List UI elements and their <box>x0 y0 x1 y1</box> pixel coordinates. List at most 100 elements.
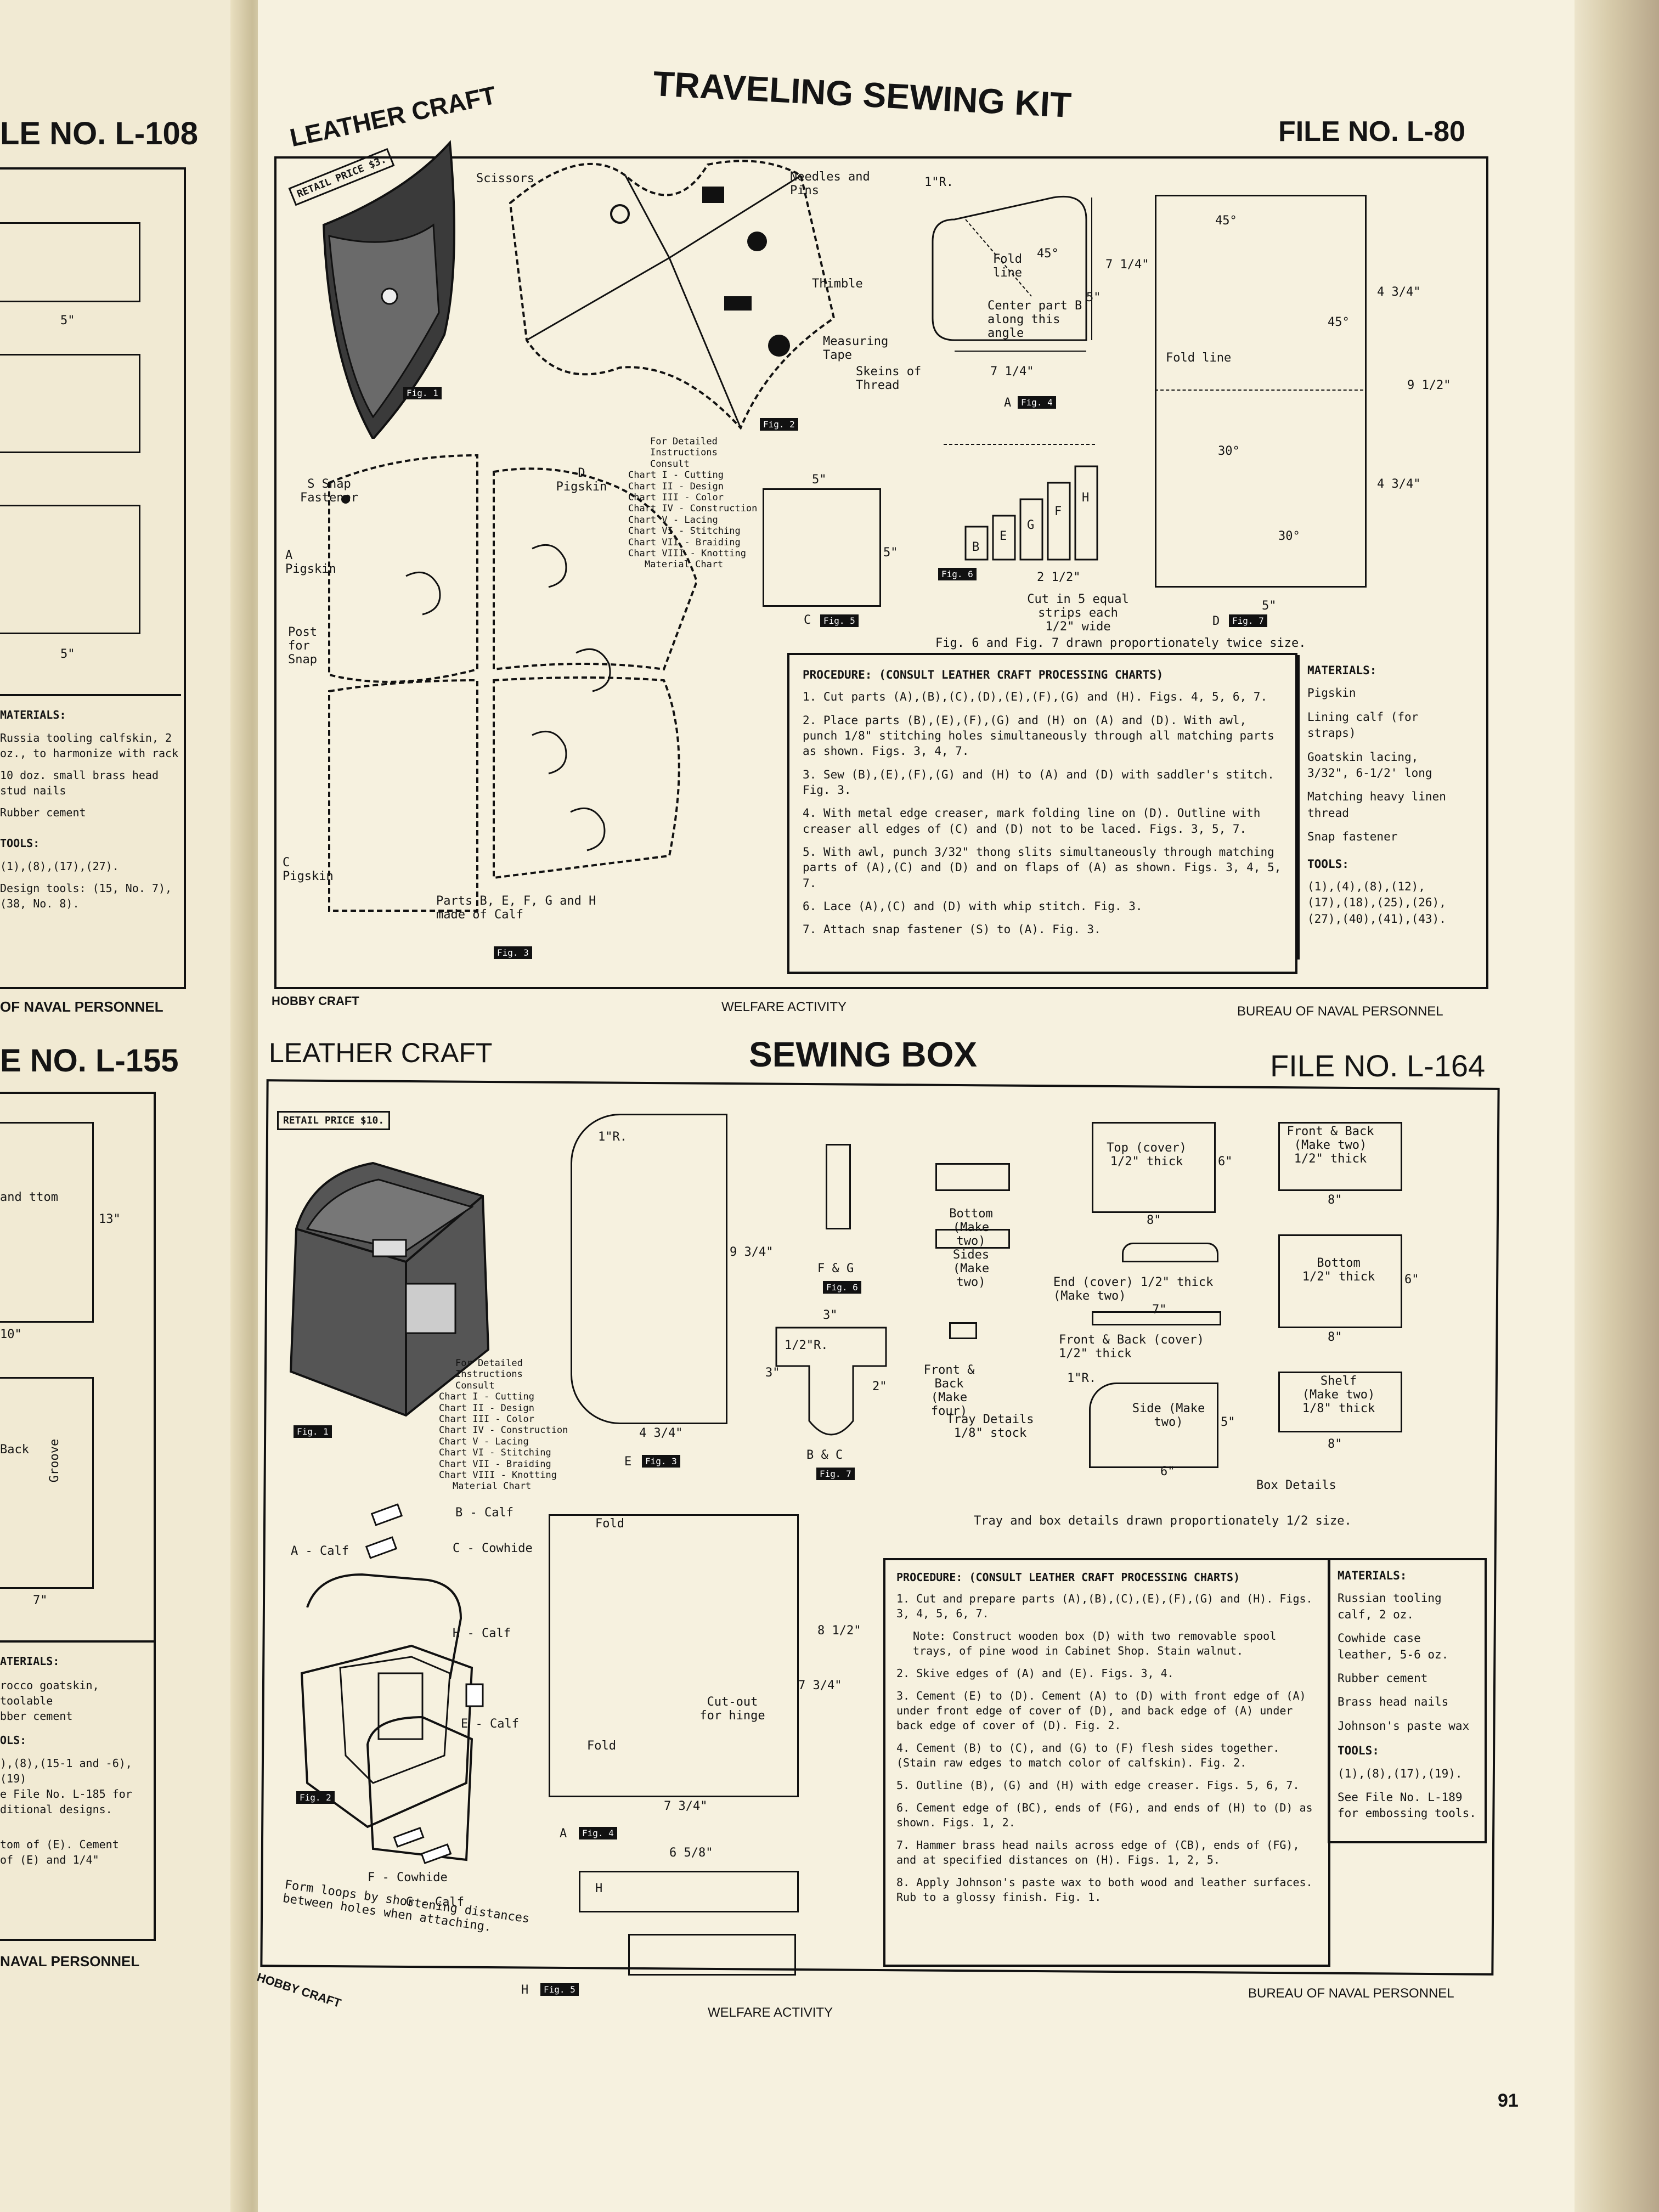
box-step-3: 3. Cement (E) to (D). Cement (A) to (D) … <box>896 1689 1306 1732</box>
kit-dim-4-3-4-a: 4 3/4" <box>1377 285 1421 299</box>
box-chart-8: Material Chart <box>453 1481 532 1492</box>
box-materials-title: MATERIALS: <box>1338 1569 1407 1582</box>
kit-fig5-tag: Fig. 5 <box>820 614 859 627</box>
box-file-no: FILE NO. L-164 <box>1270 1048 1486 1083</box>
kit-charts: For Detailed Instructions Consult Chart … <box>628 436 760 571</box>
kit-footer-right: BUREAU OF NAVAL PERSONNEL <box>1237 1004 1443 1019</box>
box-chart-4: Chart V - Lacing <box>439 1436 529 1447</box>
box-h-label-b: H <box>521 1983 529 1997</box>
box-c-cowhide: C - Cowhide <box>453 1542 533 1555</box>
box-front-back-label: Front & Back (Make two) 1/2" thick <box>1286 1125 1374 1166</box>
box-top-cover <box>1092 1122 1216 1213</box>
box-side-dim-6: 6" <box>1160 1465 1175 1479</box>
kit-deg45-7a: 45° <box>1215 214 1237 228</box>
kit-footer-mid: WELFARE ACTIVITY <box>721 1000 847 1014</box>
kit-chart-5: Chart VI - Stitching <box>628 526 741 537</box>
box-tool-0: (1),(8),(17),(19). <box>1338 1767 1463 1780</box>
kit-charts-title: For Detailed Instructions Consult <box>650 436 718 470</box>
kit-label-post: Post for Snap <box>288 625 317 667</box>
box-bottom-dim-6: 6" <box>1404 1273 1419 1286</box>
box-step-2: 2. Skive edges of (A) and (E). Figs. 3, … <box>896 1667 1174 1680</box>
kit-label-pigskin-a: A Pigskin <box>285 549 336 576</box>
kit-step-5: 5. With awl, punch 3/32" thong slits sim… <box>803 845 1282 890</box>
box-material-0: Russian tooling calf, 2 oz. <box>1338 1592 1442 1621</box>
kit-file-no: FILE NO. L-80 <box>1278 116 1465 148</box>
left-part-2 <box>0 354 140 453</box>
kit-dim-2-1-2: 2 1/2" <box>1037 571 1081 584</box>
left-materials-title: MATERIALS: <box>0 708 66 721</box>
box-fig2-tag: Fig. 2 <box>296 1791 335 1804</box>
box-end-cover <box>1122 1243 1218 1262</box>
kit-strip-f: F <box>1054 505 1062 518</box>
kit-materials: MATERIALS: Pigskin Lining calf (for stra… <box>1297 655 1468 960</box>
kit-fig3-illustration <box>328 454 697 912</box>
box-dim-9-3-4: 9 3/4" <box>730 1245 774 1259</box>
left-bottom-note-1: of (E) and 1/4" <box>0 1853 99 1866</box>
left-bottom-label-3: Back <box>0 1443 29 1457</box>
box-shelf-dim-8: 8" <box>1328 1437 1342 1451</box>
box-material-1: Cowhide case leather, 5-6 oz. <box>1338 1632 1449 1661</box>
kit-strip-h: H <box>1082 491 1090 505</box>
kit-step-4: 4. With metal edge creaser, mark folding… <box>803 806 1261 836</box>
box-tray-sides-label: Sides (Make two) <box>952 1248 990 1289</box>
box-r1-e: 1"R. <box>598 1130 627 1144</box>
kit-label-pigskin-c: C Pigskin <box>283 856 334 883</box>
box-step-6: 6. Cement edge of (BC), ends of (FG), an… <box>896 1801 1313 1829</box>
left-bottom-tool-0: ),(8),(15-1 and -6),(19) <box>0 1757 132 1785</box>
left-material-1: 10 doz. small brass head stud nails <box>0 769 159 797</box>
box-fig3-part <box>571 1114 727 1424</box>
box-charts-title: For Detailed Instructions Consult <box>455 1358 523 1391</box>
box-tray-front-label: Front & Back (Make four) <box>923 1363 975 1418</box>
box-step-note: Note: Construct wooden box (D) with two … <box>913 1629 1277 1657</box>
kit-center-part: Center part B along this angle <box>988 299 1082 340</box>
box-front-back <box>1278 1122 1402 1191</box>
box-end-cover-label: End (cover) 1/2" thick (Make two) <box>1053 1276 1214 1303</box>
kit-material-0: Pigskin <box>1307 686 1356 700</box>
box-tray-front <box>949 1322 977 1339</box>
kit-procedure: PROCEDURE: (CONSULT LEATHER CRAFT PROCES… <box>787 653 1297 974</box>
box-top-cover-label: Top (cover) 1/2" thick <box>1107 1141 1187 1169</box>
kit-dim-7-1-4-b: 7 1/4" <box>990 365 1034 379</box>
kit-fig4-tag: Fig. 4 <box>1018 396 1056 409</box>
box-fig1-tag: Fig. 1 <box>294 1425 332 1438</box>
left-tool-1: Design tools: (15, No. 7), (38, No. 8). <box>0 882 172 910</box>
kit-materials-title: MATERIALS: <box>1307 664 1377 677</box>
box-dim-8-1-2: 8 1/2" <box>817 1624 861 1638</box>
kit-strip-g: G <box>1027 518 1035 532</box>
kit-step-6: 6. Lace (A),(C) and (D) with whip stitch… <box>803 900 1143 913</box>
left-bottom-label-4: 7" <box>33 1594 48 1607</box>
box-material-3: Brass head nails <box>1338 1695 1449 1709</box>
left-bottom-part-1 <box>0 1122 94 1323</box>
box-h-calf: H - Calf <box>453 1627 511 1640</box>
kit-dim-7-1-4: 7 1/4" <box>1105 258 1149 272</box>
box-f-cowhide: F - Cowhide <box>368 1871 448 1884</box>
box-dim-7-3-4-a: 7 3/4" <box>798 1679 842 1692</box>
box-procedure: PROCEDURE: (CONSULT LEATHER CRAFT PROCES… <box>883 1558 1330 1967</box>
kit-step-1: 1. Cut parts (A),(B),(C),(D),(E),(F),(G)… <box>803 690 1268 704</box>
left-footer-bottom: NAVAL PERSONNEL <box>0 1953 140 1970</box>
box-step-7: 7. Hammer brass head nails across edge o… <box>896 1838 1300 1866</box>
kit-material-1: Lining calf (for straps) <box>1307 710 1419 740</box>
box-fig4-tag: Fig. 4 <box>579 1827 617 1839</box>
kit-frame <box>274 156 1488 989</box>
box-e-calf: E - Calf <box>461 1717 519 1731</box>
kit-a-label: A <box>1004 396 1012 410</box>
box-fig5-part-a <box>579 1871 799 1912</box>
kit-fig7-tag: Fig. 7 <box>1229 614 1267 627</box>
box-fig4-part <box>549 1514 799 1797</box>
kit-deg45-7b: 45° <box>1328 315 1350 329</box>
box-a-calf: A - Calf <box>291 1544 349 1558</box>
kit-fold-line-4: Fold line <box>993 252 1022 280</box>
left-tool-0: (1),(8),(17),(27). <box>0 860 119 873</box>
box-fold-top: Fold <box>595 1517 624 1531</box>
box-illustration <box>289 1161 490 1417</box>
kit-dim-4-3-4-b: 4 3/4" <box>1377 477 1421 491</box>
box-retail-price: RETAIL PRICE $10. <box>277 1111 391 1130</box>
box-side-label: Side (Make two) <box>1132 1402 1205 1429</box>
box-charts: For Detailed Instructions Consult Chart … <box>439 1358 568 1492</box>
kit-c-label: C <box>804 613 811 627</box>
left-sheet: LE NO. L-108 5" 5" MATERIALS: Russia too… <box>0 0 236 2212</box>
kit-fig6-tag: Fig. 6 <box>938 568 977 580</box>
left-bottom-materials-title: ATERIALS: <box>0 1655 60 1668</box>
kit-r1-4: 1"R. <box>924 176 953 189</box>
